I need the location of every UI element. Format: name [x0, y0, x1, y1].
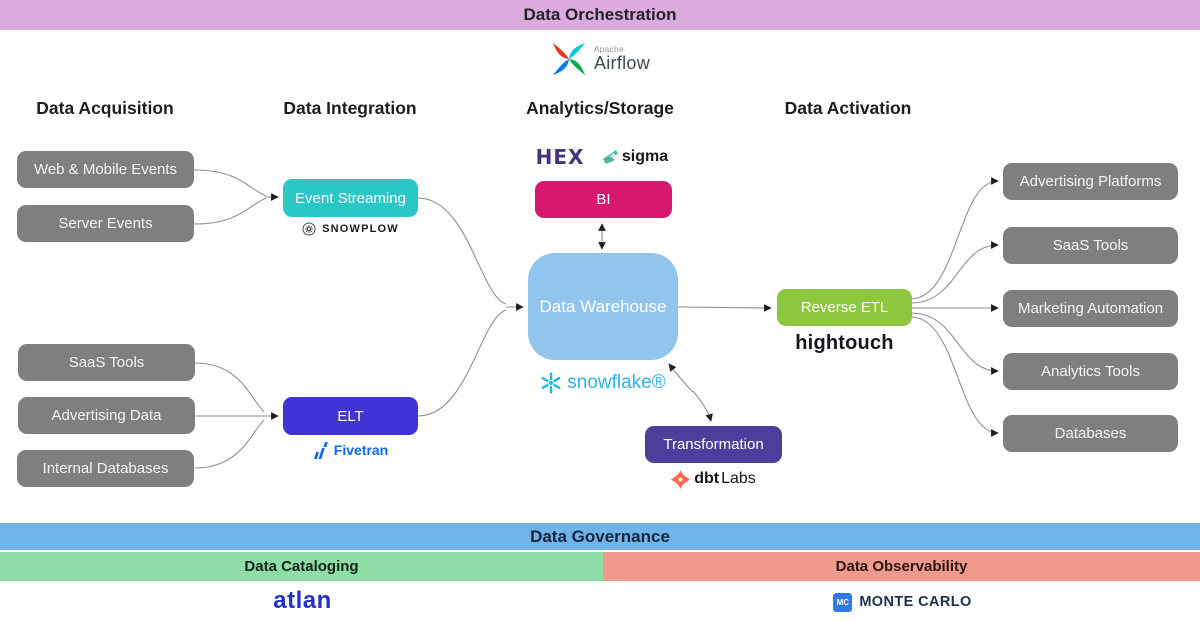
column-header-integration: Data Integration: [283, 98, 417, 118]
snowplow-label: SNOWPLOW: [322, 223, 399, 235]
edge-server-to-streaming: [193, 197, 267, 225]
node-marketing-automation: Marketing Automation: [1003, 290, 1178, 327]
node-advertising-data: Advertising Data: [18, 397, 195, 434]
fivetran-label: Fivetran: [333, 442, 389, 458]
fivetran-icon: [313, 442, 328, 459]
cataloging-title: Data Cataloging: [244, 558, 359, 575]
orchestration-banner: Data Orchestration: [0, 0, 1200, 30]
column-header-acquisition: Data Acquisition: [36, 98, 174, 118]
snowflake-logo: snowflake®: [520, 368, 685, 398]
node-label: Databases: [1054, 425, 1127, 442]
snowplow-logo: SNOWPLOW: [283, 220, 418, 238]
node-saas-tools-destination: SaaS Tools: [1003, 227, 1178, 264]
column-header-activation: Data Activation: [784, 98, 912, 118]
dbt-icon: [671, 469, 691, 489]
edge-internal-to-elt: [194, 419, 265, 469]
snowplow-icon: [302, 222, 316, 236]
node-label: Transformation: [663, 436, 764, 453]
node-label: Web & Mobile Events: [33, 161, 178, 178]
hightouch-label: hightouch: [795, 331, 894, 354]
dbt-labs-logo: dbt Labs: [645, 468, 782, 490]
atlan-label: atlan: [273, 587, 332, 614]
node-server-events: Server Events: [17, 205, 194, 242]
node-event-streaming: Event Streaming: [283, 179, 418, 217]
node-label: BI: [596, 191, 611, 208]
edge-warehouse-to-reverse-etl: [677, 304, 772, 312]
atlan-logo: atlan: [230, 586, 375, 616]
edge-streaming-to-warehouse: [417, 197, 507, 305]
node-reverse-etl: Reverse ETL: [777, 289, 912, 326]
edge-warehouse-to-transformation: [692, 390, 713, 422]
sigma-logo: sigma: [595, 144, 675, 170]
hightouch-logo: hightouch: [777, 330, 912, 356]
sigma-bird-icon: [602, 150, 618, 164]
node-elt: ELT: [283, 397, 418, 435]
dbt-labs-label: Labs: [721, 470, 756, 487]
node-label: Event Streaming: [295, 189, 406, 207]
airflow-label: Airflow: [593, 53, 651, 73]
edge-retl-to-databases: [911, 316, 999, 437]
monte-carlo-logo: MC MONTE CARLO: [810, 590, 995, 614]
observability-banner: Data Observability: [603, 552, 1200, 581]
snowflake-label: snowflake®: [567, 372, 666, 393]
cataloging-banner: Data Cataloging: [0, 552, 603, 581]
snowflake-icon: [541, 372, 561, 394]
airflow-logo: Apache Airflow: [540, 38, 660, 80]
edge-retl-to-analytics: [911, 312, 999, 375]
node-advertising-platforms: Advertising Platforms: [1003, 163, 1178, 200]
node-label: SaaS Tools: [1052, 237, 1129, 254]
edge-web-mobile-to-streaming: [193, 169, 267, 197]
hex-logo: HEX: [525, 144, 595, 170]
hex-label: HEX: [535, 145, 585, 169]
node-label: Advertising Platforms: [1019, 173, 1162, 190]
sigma-label: sigma: [621, 148, 669, 165]
monte-carlo-label: MONTE CARLO: [859, 594, 972, 610]
node-label: Reverse ETL: [800, 299, 889, 316]
node-label: Analytics Tools: [1041, 363, 1140, 380]
node-label: Marketing Automation: [1017, 300, 1164, 317]
orchestration-title: Data Orchestration: [523, 5, 677, 24]
node-label: ELT: [337, 407, 364, 425]
node-label: Advertising Data: [51, 407, 162, 424]
edge-saas-to-elt: [194, 362, 265, 413]
edge-retl-to-advertising: [911, 177, 999, 300]
airflow-wordmark: Apache Airflow: [593, 45, 651, 73]
airflow-pinwheel-icon: [552, 42, 586, 76]
governance-title: Data Governance: [530, 526, 670, 546]
node-internal-databases: Internal Databases: [17, 450, 194, 487]
node-label: SaaS Tools: [68, 354, 145, 371]
node-saas-tools-source: SaaS Tools: [18, 344, 195, 381]
edge-elt-to-warehouse: [417, 309, 507, 417]
node-transformation: Transformation: [645, 426, 782, 463]
node-analytics-tools: Analytics Tools: [1003, 353, 1178, 390]
node-web-mobile-events: Web & Mobile Events: [17, 151, 194, 188]
monte-carlo-badge-icon: MC: [833, 592, 853, 612]
edge-retl-to-saas: [911, 241, 999, 304]
node-label: Internal Databases: [42, 460, 169, 477]
dbt-label: dbt: [694, 470, 720, 487]
node-label: Data Warehouse: [539, 296, 667, 316]
airflow-apache-label: Apache: [593, 45, 625, 54]
column-header-analytics: Analytics/Storage: [526, 98, 674, 118]
node-databases: Databases: [1003, 415, 1178, 452]
node-label: Server Events: [58, 215, 153, 232]
governance-banner: Data Governance: [0, 523, 1200, 550]
observability-title: Data Observability: [835, 558, 968, 575]
node-data-warehouse: Data Warehouse: [528, 253, 678, 360]
fivetran-logo: Fivetran: [283, 440, 418, 460]
node-bi: BI: [535, 181, 672, 218]
